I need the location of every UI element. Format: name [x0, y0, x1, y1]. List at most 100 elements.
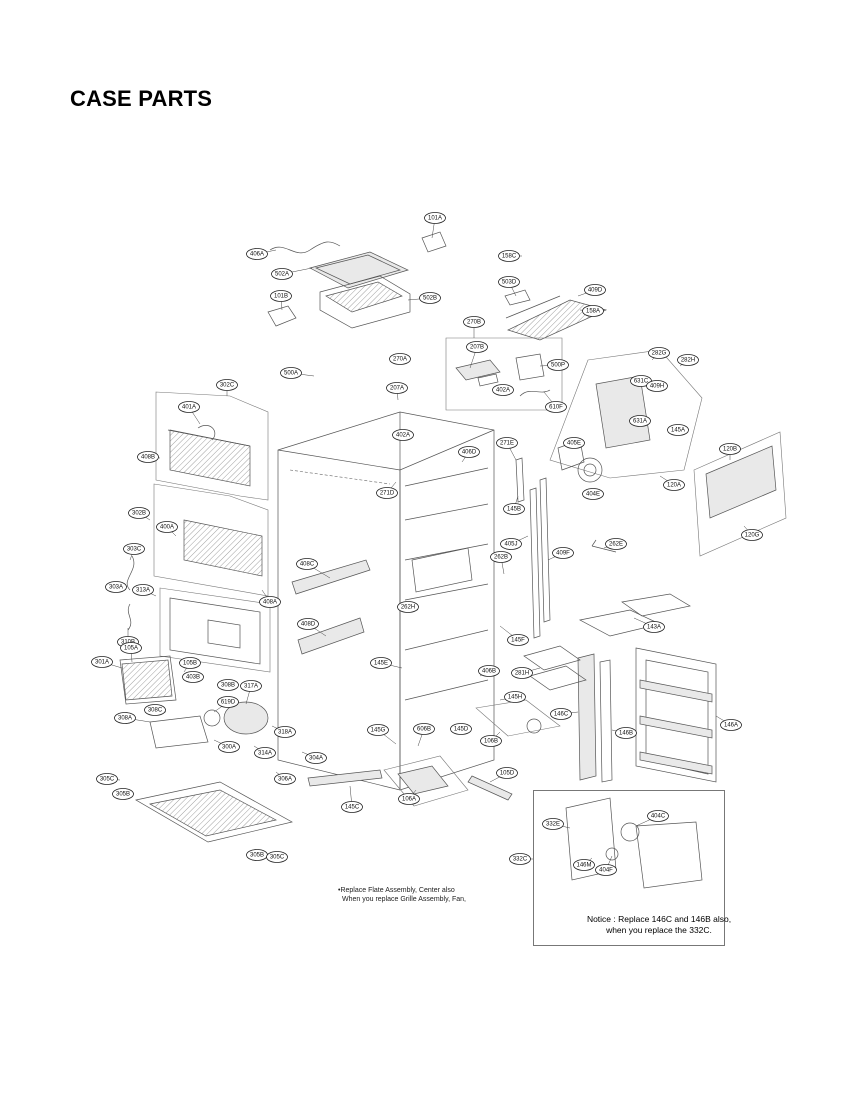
- part-number: 145B: [507, 506, 521, 512]
- part-callout-408c: 408C: [296, 558, 318, 570]
- part-number: 145G: [371, 727, 386, 733]
- part-number: 403B: [186, 674, 200, 680]
- part-callout-158a: 158A: [582, 305, 604, 317]
- part-number: 404F: [599, 867, 613, 873]
- part-callout-146b: 146B: [615, 727, 637, 739]
- part-callout-400a: 400A: [156, 521, 178, 533]
- part-bubble: [547, 359, 569, 371]
- part-callout-308b: 308B: [217, 679, 239, 691]
- part-number: 404C: [651, 813, 666, 819]
- part-callout-145f: 145F: [507, 634, 529, 646]
- part-number: 405J: [504, 541, 517, 547]
- part-number: 146M: [576, 862, 591, 868]
- part-callout-305c: 305C: [96, 773, 118, 785]
- part-callout-302b: 302B: [128, 507, 150, 519]
- part-number: 106B: [484, 738, 498, 744]
- part-bubble: [647, 810, 669, 822]
- part-bubble: [398, 793, 420, 805]
- part-callout-271d: 271D: [376, 487, 398, 499]
- part-callout-145g: 145G: [367, 724, 389, 736]
- part-callout-619d: 619D: [217, 696, 239, 708]
- part-number: 207A: [390, 385, 404, 391]
- part-number: 606B: [417, 726, 431, 732]
- part-bubble: [463, 316, 485, 328]
- part-callout-145e: 145E: [370, 657, 392, 669]
- part-number: 332E: [546, 821, 560, 827]
- part-number: 502B: [423, 295, 437, 301]
- part-callout-404f: 404F: [595, 864, 617, 876]
- part-callout-105d: 105D: [496, 767, 518, 779]
- part-number: 408C: [300, 561, 315, 567]
- replace-note-line1: •Replace Flate Assembly, Center also: [338, 887, 455, 894]
- part-number: 282H: [681, 357, 695, 363]
- part-number: 270B: [467, 319, 481, 325]
- part-callout-106b: 106B: [480, 735, 502, 747]
- part-number: 271D: [380, 490, 395, 496]
- part-number: 207B: [470, 344, 484, 350]
- part-number: 402A: [396, 432, 410, 438]
- part-callout-503d: 503D: [498, 276, 520, 288]
- part-callout-408d: 408D: [297, 618, 319, 630]
- part-number: 105A: [124, 645, 138, 651]
- part-bubble: [629, 415, 651, 427]
- part-bubble: [573, 859, 595, 871]
- part-bubble: [266, 851, 288, 863]
- part-number: 145H: [508, 694, 522, 700]
- part-bubble: [128, 507, 150, 519]
- part-callout-305b: 305B: [112, 788, 134, 800]
- part-bubble: [274, 726, 296, 738]
- part-callout-404c: 404C: [647, 810, 669, 822]
- part-callout-409f: 409F: [552, 547, 574, 559]
- part-number: 271E: [500, 440, 514, 446]
- part-number: 106A: [402, 796, 416, 802]
- part-callout-405j: 405J: [500, 538, 522, 550]
- part-number: 332C: [513, 856, 528, 862]
- part-callout-120b: 120B: [719, 443, 741, 455]
- part-callout-318a: 318A: [274, 726, 296, 738]
- part-bubble: [144, 704, 166, 716]
- part-bubble: [114, 712, 136, 724]
- part-callout-282g: 282G: [648, 347, 670, 359]
- part-callout-262h: 262H: [397, 601, 419, 613]
- part-bubble: [91, 656, 113, 668]
- part-number: 404E: [586, 491, 600, 497]
- part-number: 300A: [222, 744, 236, 750]
- part-number: 262E: [609, 541, 623, 547]
- part-bubble: [270, 290, 292, 302]
- part-bubble: [259, 596, 281, 608]
- part-number: 146B: [619, 730, 633, 736]
- part-bubble: [582, 488, 604, 500]
- part-callout-301a: 301A: [91, 656, 113, 668]
- part-callout-308c: 308C: [144, 704, 166, 716]
- part-callout-408a: 408A: [259, 596, 281, 608]
- part-callout-270a: 270A: [389, 353, 411, 365]
- part-callout-120a: 120A: [663, 479, 685, 491]
- part-number: 305C: [100, 776, 115, 782]
- part-number: 145E: [374, 660, 388, 666]
- part-number: 401A: [182, 404, 196, 410]
- part-bubble: [605, 538, 627, 550]
- part-bubble: [646, 380, 668, 392]
- notice-line2: when you replace the 332C.: [606, 925, 712, 935]
- part-callout-145h: 145H: [504, 691, 526, 703]
- part-number: 120A: [667, 482, 681, 488]
- part-bubble: [741, 529, 763, 541]
- part-number: 406A: [250, 251, 264, 257]
- part-number: 500A: [284, 370, 298, 376]
- part-callout-145b: 145B: [503, 503, 525, 515]
- part-bubble: [370, 657, 392, 669]
- part-bubble: [511, 667, 533, 679]
- part-number: 631A: [633, 418, 647, 424]
- part-number: 120G: [745, 532, 760, 538]
- part-bubble: [386, 382, 408, 394]
- part-bubble: [376, 487, 398, 499]
- replace-note: •Replace Flate Assembly, Center also Whe…: [338, 886, 538, 904]
- part-bubble: [96, 773, 118, 785]
- part-callout-404e: 404E: [582, 488, 604, 500]
- part-callout-402a: 402A: [492, 384, 514, 396]
- part-bubble: [178, 401, 200, 413]
- part-number: 314A: [258, 750, 272, 756]
- part-callout-281h: 281H: [511, 667, 533, 679]
- part-number: 408B: [141, 454, 155, 460]
- part-number: 301A: [95, 659, 109, 665]
